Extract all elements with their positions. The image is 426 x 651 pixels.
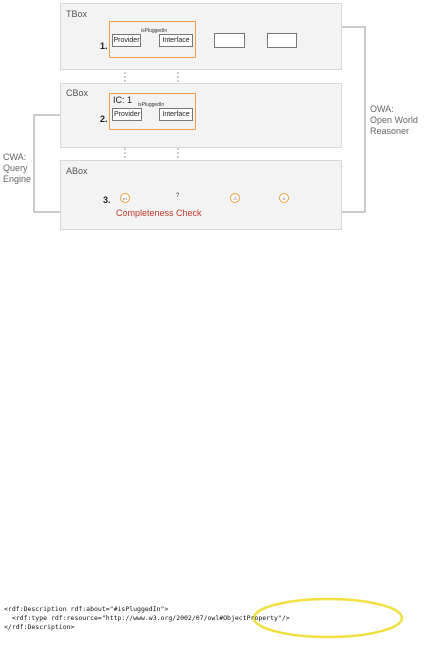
cbox-panel (60, 83, 342, 148)
tbox-chain-node-1 (214, 33, 245, 48)
tbox-step-number: 1. (100, 41, 108, 51)
cbox-provider-node: Provider (112, 108, 142, 121)
abox-node-2: ? (176, 193, 180, 199)
rdf-code-line-3: </rdf:Description> (4, 623, 75, 631)
tbox-interface-node: Interface (159, 34, 193, 47)
cwa-line-1: CWA: (3, 152, 27, 162)
cbox-title: CBox (66, 88, 89, 98)
abox-title: ABox (66, 166, 88, 176)
tbox-title: TBox (66, 9, 88, 19)
abox-step-number: 3. (103, 195, 111, 205)
abox-node-4: i4 (279, 193, 289, 203)
abox-node-3: i3 (230, 193, 240, 203)
owa-line-1: OWA: (370, 104, 394, 114)
owa-line-3: Reasoner (370, 126, 410, 136)
abox-node-1: p1 (120, 193, 130, 203)
cbox-highlight-frame (109, 93, 196, 130)
tbox-panel (60, 3, 342, 70)
cbox-interface-node: Interface (159, 108, 193, 121)
tbox-highlight-frame (109, 21, 196, 58)
owa-line-2: Open World (370, 115, 418, 125)
completeness-check-label: Completeness Check (116, 208, 202, 218)
tbox-edge-label: isPluggedIn (141, 28, 168, 34)
cwa-label: CWA: Query Engine (3, 152, 31, 185)
cbox-edge-label: isPluggedIn (138, 102, 165, 108)
cbox-step-number: 2. (100, 114, 108, 124)
cwa-line-2: Query (3, 163, 28, 173)
tbox-chain-node-2 (267, 33, 297, 48)
cwa-line-3: Engine (3, 174, 32, 184)
rdf-code-line-2: <rdf:type rdf:resource="http://www.w3.or… (4, 614, 290, 622)
rdf-code-line-1: <rdf:Description rdf:about="#isPluggedIn… (4, 605, 169, 613)
abox-panel (60, 160, 342, 230)
cbox-ic-label: IC: 1 (113, 95, 133, 105)
tbox-provider-node: Provider (112, 34, 141, 47)
owa-label: OWA: Open World Reasoner (370, 104, 418, 137)
